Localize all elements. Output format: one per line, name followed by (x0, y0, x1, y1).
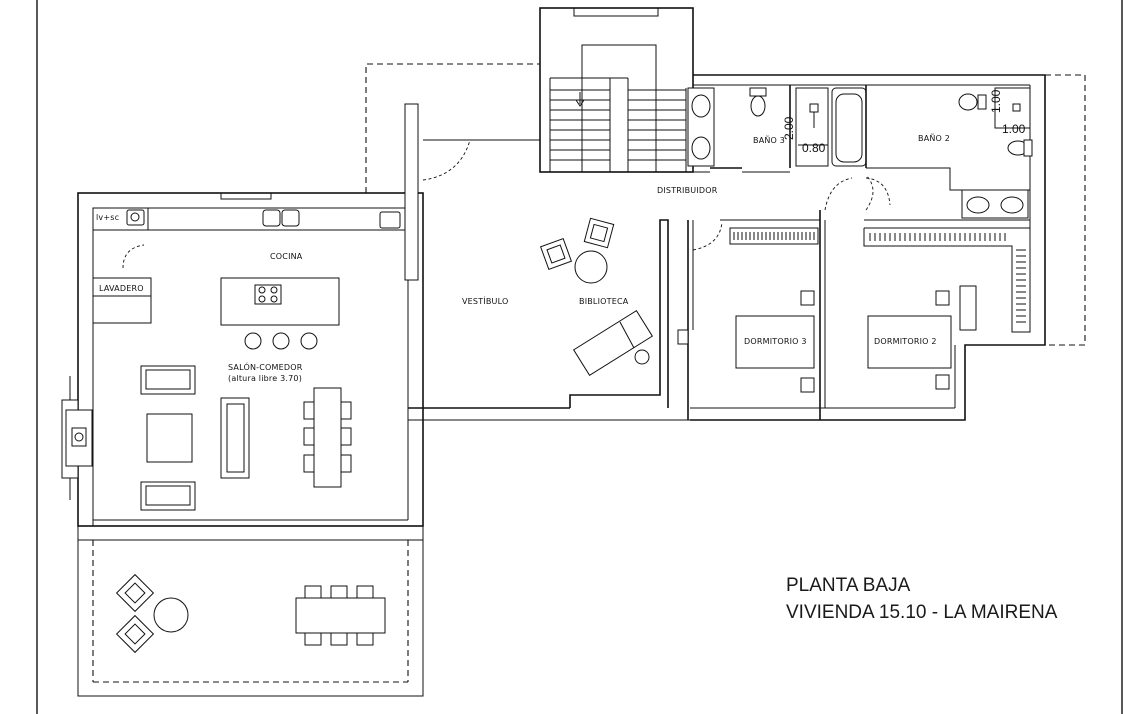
washer-label: lv+sc (96, 213, 119, 222)
living-armchair-bottom (140, 481, 196, 511)
island-stools (244, 332, 318, 350)
room-note-salon: (altura libre 3.70) (228, 374, 302, 383)
laundry-door-swing (122, 244, 145, 269)
wardrobe-dormitorio2 (863, 227, 1031, 333)
bano2-door-swing (865, 177, 891, 206)
dining-table (303, 387, 352, 488)
kitchen-island (220, 277, 340, 326)
coffee-table (146, 413, 193, 463)
dimension-bano3-w: 0.80 (802, 141, 826, 155)
room-label-cocina: COCINA (270, 252, 303, 261)
room-label-dormitorio3: DORMITORIO 3 (744, 337, 807, 346)
staircase (539, 7, 694, 173)
bathroom-3 (687, 85, 867, 168)
room-label-salon: SALÓN-COMEDOR (228, 361, 303, 372)
dimension-bano3-h: 2.00 (782, 116, 796, 140)
bathroom-2 (865, 85, 1033, 219)
room-label-bano3: BAÑO 3 (753, 135, 785, 145)
porch-dining-table (295, 585, 386, 646)
room-label-distribuidor: DISTRIBUIDOR (657, 186, 718, 195)
plan-title-line2: VIVIENDA 15.10 - LA MAIRENA (786, 602, 1058, 623)
bed-dormitorio3 (735, 290, 815, 393)
hall-door-swing (824, 177, 853, 211)
right-block-walls (677, 74, 1086, 421)
porch-area (77, 525, 424, 697)
porch-round-table (153, 597, 189, 633)
living-block-walls (77, 192, 424, 527)
living-armchair-top (140, 365, 196, 395)
porch-armchair-2 (115, 614, 155, 654)
bedroom3-door-swing (692, 221, 723, 251)
kitchen-counter (147, 207, 409, 231)
room-label-vestibulo: VESTÍBULO (462, 295, 508, 306)
laundry-cabinet: lv+sc (92, 207, 149, 231)
library-armchair-1 (539, 237, 573, 271)
bed-dormitorio2 (867, 285, 977, 390)
wardrobe-dormitorio3 (729, 227, 819, 245)
library-daybed (572, 309, 654, 377)
sofa (220, 397, 250, 479)
fireplace (61, 376, 93, 500)
library-armchair-2 (583, 217, 615, 249)
sheet-frame (36, 0, 1123, 714)
entrance-canopy (365, 63, 540, 281)
laundry-room (92, 277, 152, 324)
room-label-bano2: BAÑO 2 (918, 133, 950, 143)
room-label-biblioteca: BIBLIOTECA (579, 297, 629, 306)
library-walls (569, 219, 669, 408)
library-lamp (634, 349, 650, 365)
dimension-bano2-w: 1.00 (1002, 122, 1026, 136)
room-label-lavadero: LAVADERO (99, 284, 144, 293)
plan-title-line1: PLANTA BAJA (786, 575, 911, 596)
porch-armchair-1 (115, 573, 155, 613)
dimension-bano2-h: 1.00 (989, 89, 1003, 113)
room-label-dormitorio2: DORMITORIO 2 (874, 337, 937, 346)
library-side-table (574, 250, 608, 284)
entrance-door-swing (422, 139, 471, 181)
